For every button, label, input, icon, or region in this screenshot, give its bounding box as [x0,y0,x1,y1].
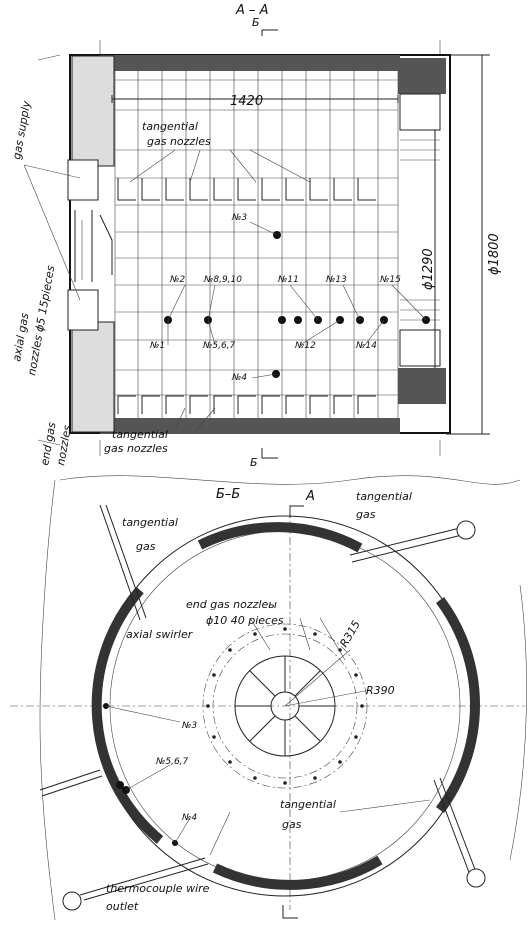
break-wave-top [59,475,521,485]
end-nozzle-circle-1 [212,633,358,779]
ring-segment-right [435,597,480,813]
bb-label-thermo-1: thermocouple wire [106,882,210,895]
bb-label-tangential-right-2: gas [356,508,376,521]
label-p14: №14 [355,341,377,351]
pipe-end-top-right [456,520,476,540]
housing-outline [69,54,451,434]
cut-marker-b-bottom: Б [250,456,258,469]
break-lines [37,54,61,446]
bb-label-p567: №5,6,7 [155,757,189,767]
label-p2: №2 [169,275,185,285]
marker-bottom-arrow [282,905,298,919]
pipe-end-thermo [62,891,82,911]
label-p5-6-7: №5,6,7 [202,341,236,351]
center-lines [10,505,525,910]
right-cap-bottom [399,329,441,367]
bb-dim-r390: R390 [366,684,395,697]
left-block-top [71,55,115,167]
label-tangential-top-1: tangential [142,120,198,133]
point-8-9-10b [294,316,302,324]
label-p11: №11 [277,275,299,285]
cut-arrow-top [261,29,278,36]
section-bb-title: Б–Б [216,487,240,502]
right-cap-top [399,93,441,131]
label-p3: №3 [231,213,247,223]
bb-label-p3: №3 [181,721,197,731]
right-block-top [398,58,446,94]
bb-label-end-nozzles-1: end gas nozzleы [186,598,277,611]
right-edge-curve [509,584,527,861]
ext-lines [99,40,441,456]
gas-supply-pipes [67,159,113,331]
bb-point-5-6-7 [116,781,124,789]
bb-label-tangential-bot-2: gas [282,818,302,831]
label-gas-supply: gas supply [10,99,33,160]
label-p15: №15 [379,275,401,285]
pipe-left [39,769,103,797]
right-block-bottom [398,368,446,404]
marker-a: А [305,489,315,504]
pipe-thermo [79,857,209,901]
bb-label-axial-swirler: axial swirler [126,628,194,641]
top-wall [100,55,400,71]
bb-dim-r315: R315 [337,618,363,649]
leader-tangential-bot [174,407,216,433]
radius-leaders [284,649,371,707]
label-p12: №12 [294,341,316,351]
label-p8-9-10: №8,9,10 [203,275,242,285]
section-aa: A – A Б Б [10,3,502,469]
dim-1420: 1420 [230,94,263,109]
bb-label-tangential-left-1: tangential [122,516,178,529]
point-8-9-10 [278,316,286,324]
bb-label-tangential-right-1: tangential [356,490,412,503]
left-block-bottom [71,321,115,433]
leader-lines [167,221,427,379]
dim-line-1800 [446,54,490,435]
dim-1800: ϕ1800 [487,233,502,275]
right-fine-lines [400,139,440,321]
ring-segment-bottom [212,855,383,890]
end-nozzle-leaders [249,617,346,661]
tangential-teeth-bottom [117,395,376,414]
bb-label-tangential-left-2: gas [136,540,156,553]
dim-1290: ϕ1290 [421,248,436,290]
ring-segment-top [197,522,363,553]
label-p1: №1 [149,341,165,351]
leader-tangential-top [129,149,311,183]
inner-grid [114,70,399,418]
tangential-teeth-top [117,178,376,201]
label-tangential-top-2: gas nozzles [147,135,211,148]
bb-point-leaders [105,705,191,844]
dim-line-1420 [111,95,399,103]
ring-segment-left [91,586,164,844]
section-bb: Б–Б А [10,475,527,921]
cut-arrow-bottom [261,448,278,459]
end-nozzle-circle-2 [202,623,368,789]
pipe-tangential-right [433,777,477,876]
cut-marker-b-top: Б [252,16,260,29]
pipe-tangential-left [99,504,147,621]
bb-label-thermo-2: outlet [106,900,139,913]
bb-label-end-nozzles-2: ϕ10 40 pieces [206,614,284,627]
pipe-tangential-top-right [349,527,463,563]
end-nozzle-dots [206,627,364,785]
label-tangential-bot-1: tangential [112,428,168,441]
bb-label-p4: №4 [181,813,197,823]
section-aa-title: A – A [235,3,269,18]
bb-label-tangential-bot-1: tangential [280,798,336,811]
label-p4: №4 [231,373,247,383]
swirler-blades [235,656,335,756]
label-p13: №13 [325,275,347,285]
bb-leader-tangential-bot [209,799,431,856]
leader-gas-supply [23,164,81,301]
label-tangential-bot-2: gas nozzles [104,442,168,455]
pipe-end-right [466,868,486,888]
left-edge-curve [39,479,56,921]
